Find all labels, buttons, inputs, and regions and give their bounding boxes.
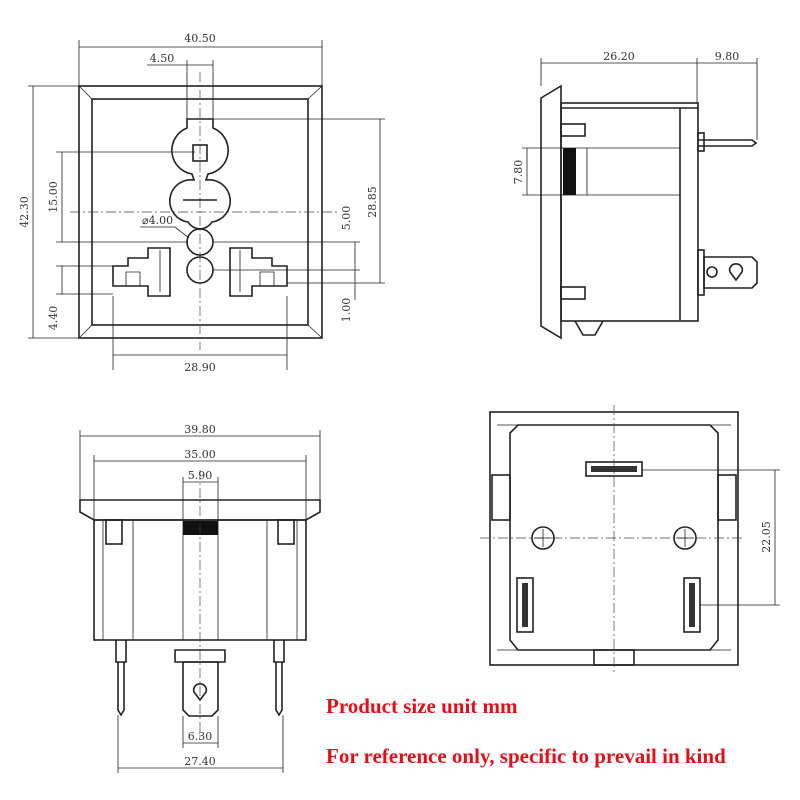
dim-tab-width: 6.30 (188, 730, 213, 743)
dim-front-width: 40.50 (184, 32, 216, 45)
rear-view (480, 405, 780, 672)
dim-earth-offset: 15.00 (47, 181, 60, 213)
dim-body-depth: 26.20 (603, 50, 635, 63)
dim-front-height: 42.30 (18, 196, 31, 228)
note-unit: Product size unit mm (326, 694, 518, 718)
note-disclaimer: For reference only, specific to prevail … (326, 744, 726, 768)
dim-pin-length: 9.80 (715, 50, 740, 63)
dim-slot-height: 7.80 (512, 160, 525, 185)
front-view (28, 40, 385, 370)
dim-overall-pin-height: 28.85 (366, 186, 379, 218)
dim-slot-width: 4.50 (150, 52, 175, 65)
dim-terminal-offset: 1.00 (340, 298, 353, 323)
bottom-view (79, 430, 321, 773)
side-view (522, 58, 758, 340)
dim-rear-pin-spacing: 22.05 (760, 521, 773, 553)
dim-terminal-span: 28.90 (184, 361, 216, 374)
dim-bottom-slot-width: 5.90 (188, 469, 213, 482)
dim-pin-spacing: 5.00 (340, 206, 353, 231)
dim-flange-width: 39.80 (184, 423, 216, 436)
dim-body-width: 35.00 (184, 448, 216, 461)
dim-terminal-height: 4.40 (47, 306, 60, 331)
dim-pin-span: 27.40 (184, 755, 216, 768)
dim-hole-dia: ⌀4.00 (142, 214, 173, 227)
